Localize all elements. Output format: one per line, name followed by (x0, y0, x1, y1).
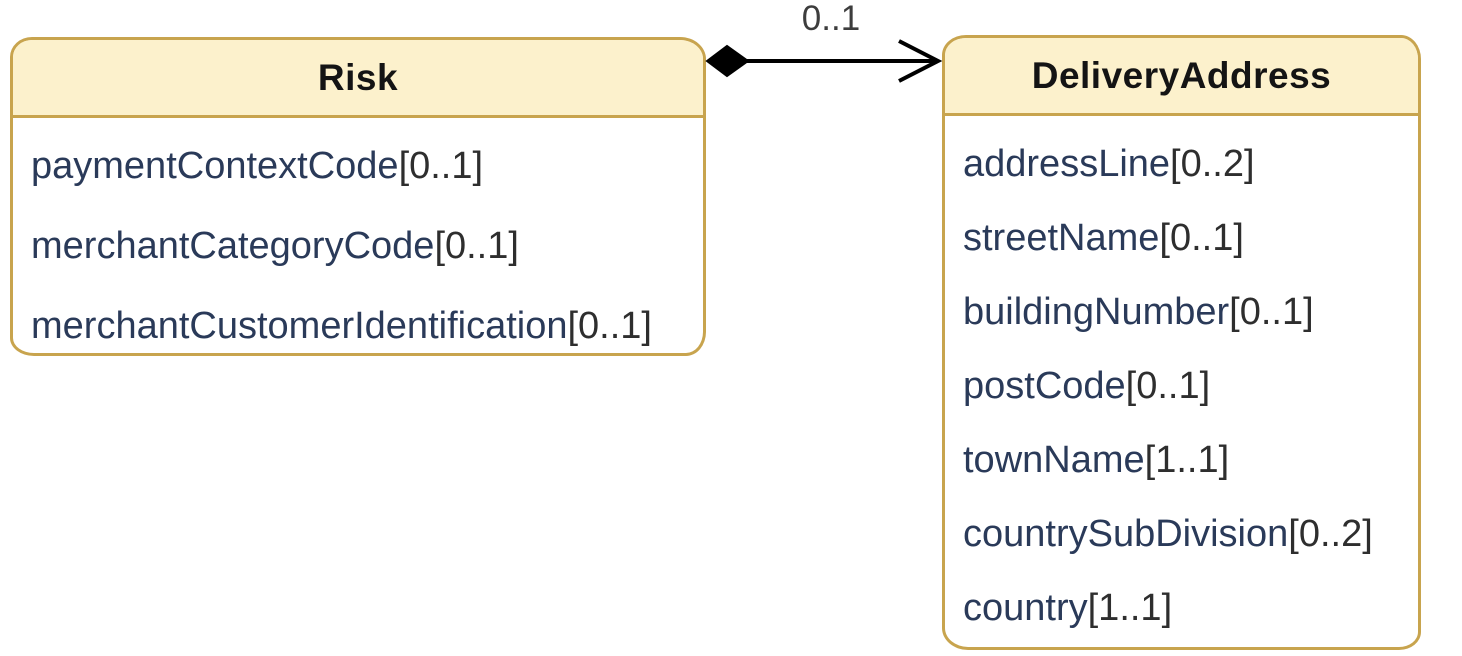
attribute-cardinality: [0..1] (398, 144, 484, 187)
attribute-name: buildingNumber (963, 290, 1230, 333)
attribute-row: postCode[0..1] (963, 349, 1410, 423)
attribute-name: postCode (963, 364, 1126, 407)
attribute-name: streetName (963, 216, 1160, 259)
composition-edge[interactable] (702, 28, 952, 98)
attribute-name: countrySubDivision (963, 512, 1289, 555)
attribute-cardinality: [0..1] (567, 304, 652, 347)
attribute-name: townName (963, 438, 1145, 481)
attribute-cardinality: [0..1] (1229, 290, 1314, 333)
attribute-row: merchantCategoryCode[0..1] (31, 206, 695, 286)
attribute-name: merchantCustomerIdentification (31, 304, 568, 347)
attribute-name: addressLine (963, 142, 1171, 185)
attribute-name: country (963, 586, 1088, 629)
open-arrowhead-icon (898, 39, 943, 83)
attribute-cardinality: [0..2] (1170, 142, 1255, 185)
class-title-risk: Risk (13, 40, 703, 118)
attribute-name: paymentContextCode (31, 144, 399, 187)
attribute-cardinality: [0..1] (434, 224, 519, 267)
class-title-deliveryaddress: DeliveryAddress (945, 38, 1418, 116)
attribute-cardinality: [1..1] (1144, 438, 1230, 481)
attribute-name: merchantCategoryCode (31, 224, 435, 267)
attribute-row: countrySubDivision[0..2] (963, 497, 1410, 571)
attribute-row: townName[1..1] (963, 423, 1410, 497)
attribute-cardinality: [1..1] (1087, 586, 1173, 629)
attribute-row: streetName[0..1] (963, 201, 1410, 275)
attribute-row: merchantCustomerIdentification[0..1] (31, 286, 695, 353)
class-box-deliveryaddress[interactable]: DeliveryAddress addressLine[0..2] street… (942, 35, 1421, 650)
composition-diamond-icon (705, 44, 750, 78)
attribute-row: addressLine[0..2] (963, 127, 1410, 201)
class-attributes-risk: paymentContextCode[0..1] merchantCategor… (13, 118, 703, 353)
attribute-row: buildingNumber[0..1] (963, 275, 1410, 349)
attribute-cardinality: [0..2] (1288, 512, 1373, 555)
attribute-row: paymentContextCode[0..1] (31, 126, 695, 206)
attribute-cardinality: [0..1] (1159, 216, 1244, 259)
attribute-cardinality: [0..1] (1125, 364, 1211, 407)
attribute-row: country[1..1] (963, 571, 1410, 645)
class-box-risk[interactable]: Risk paymentContextCode[0..1] merchantCa… (10, 37, 706, 356)
class-attributes-deliveryaddress: addressLine[0..2] streetName[0..1] build… (945, 116, 1418, 645)
edge-multiplicity-label: 0..1 (801, 0, 861, 38)
